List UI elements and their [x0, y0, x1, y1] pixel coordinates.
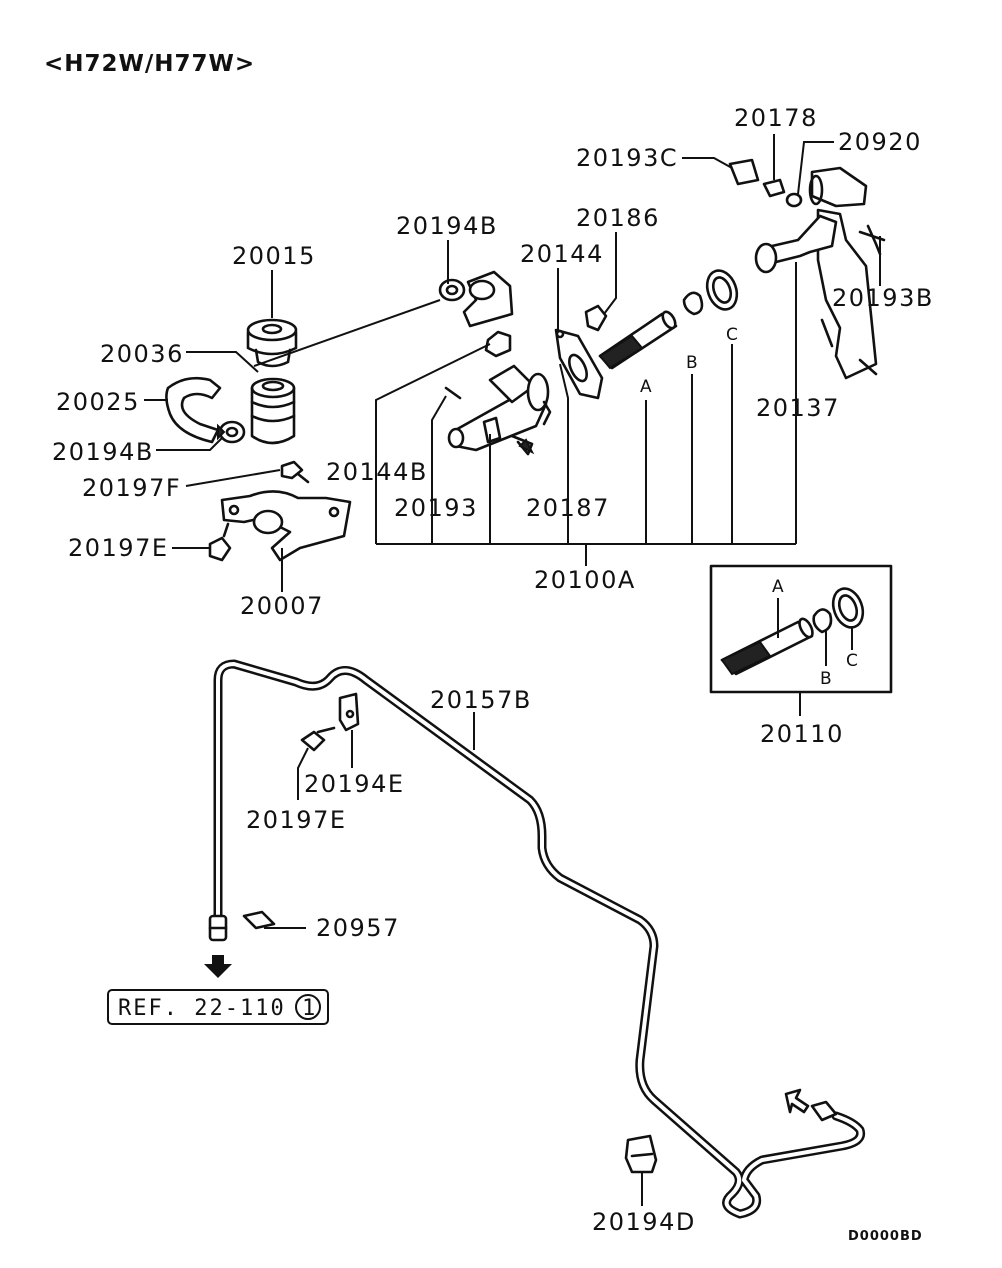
callout-20144b: 20144B — [326, 458, 428, 486]
clutch-pipe — [213, 659, 866, 1219]
kit-letter-b: B — [820, 669, 832, 689]
callout-20110: 20110 — [760, 720, 844, 748]
letter-c: C — [726, 325, 738, 345]
reference-box[interactable]: REF. 22-110 1 — [107, 989, 329, 1025]
reservoir-hose-part — [165, 376, 222, 444]
callout-20194e: 20194E — [304, 770, 405, 798]
seal-20178-part — [762, 178, 786, 198]
callout-20920: 20920 — [838, 128, 922, 156]
pushrod-clevis-part — [754, 214, 886, 274]
callout-20197f: 20197F — [82, 474, 181, 502]
callout-20007: 20007 — [240, 592, 324, 620]
kit-piston-a-part — [720, 617, 814, 676]
fitting-20193c-part — [728, 158, 760, 186]
pedal-part — [808, 166, 878, 380]
clip-20194e-part — [338, 692, 360, 732]
reference-circle-number: 1 — [302, 996, 317, 1021]
hose-clamp-upper-part — [438, 278, 466, 302]
leader-lines — [144, 134, 881, 1206]
callout-20186: 20186 — [576, 204, 660, 232]
elbow-connector-part — [462, 270, 514, 328]
reservoir-tank-part — [250, 377, 296, 445]
callout-20194b-lower: 20194B — [52, 438, 154, 466]
nut-20197e-part — [208, 522, 232, 562]
union-20186-part — [584, 304, 608, 332]
callout-20025: 20025 — [56, 388, 140, 416]
drawing-code: D0000BD — [848, 1229, 923, 1244]
callout-20193b: 20193B — [832, 284, 934, 312]
model-header: <H72W/H77W> — [44, 51, 255, 77]
reservoir-feed-line — [253, 299, 441, 367]
kit-letter-c: C — [846, 651, 858, 671]
callout-20957: 20957 — [316, 914, 400, 942]
bolt-20197f-part — [280, 460, 310, 484]
callout-20015: 20015 — [232, 242, 316, 270]
reference-text: REF. 22-110 — [118, 996, 286, 1021]
callout-20157b: 20157B — [430, 686, 532, 714]
callout-20194d: 20194D — [592, 1208, 696, 1236]
callout-20178: 20178 — [734, 104, 818, 132]
callout-20193: 20193 — [394, 494, 478, 522]
clip-20194d-part — [624, 1134, 658, 1174]
hose-clamp-lower-part — [217, 420, 246, 444]
callout-20036: 20036 — [100, 340, 184, 368]
clip-20957-part — [242, 910, 276, 930]
gasket-part — [554, 328, 604, 400]
kit-letter-a: A — [772, 577, 784, 597]
direction-arrow-right — [784, 1088, 810, 1114]
letter-a: A — [640, 377, 652, 397]
snap-ring-b-part — [682, 291, 704, 316]
pipe-end-fitting-right — [810, 1100, 838, 1122]
kit-boot-c-part — [831, 587, 865, 629]
piston-a-part — [598, 310, 678, 370]
callout-20197e-lower: 20197E — [246, 806, 347, 834]
boot-c-part — [705, 269, 739, 311]
pipe-end-fitting-lower — [208, 914, 228, 942]
callout-20100a: 20100A — [534, 566, 636, 594]
bolt-20197e-lower-part — [300, 726, 336, 752]
washer-20920-part — [785, 192, 803, 208]
bracket-part — [220, 490, 352, 562]
letter-b: B — [686, 353, 698, 373]
callout-20144: 20144 — [520, 240, 604, 268]
callout-20194b-upper: 20194B — [396, 212, 498, 240]
callout-20137: 20137 — [756, 394, 840, 422]
master-cylinder-body-part — [447, 364, 552, 456]
callout-20197e-upper: 20197E — [68, 534, 169, 562]
down-arrow-icon — [204, 955, 232, 978]
callout-20193c: 20193C — [576, 144, 678, 172]
kit-snap-ring-b-part — [812, 608, 833, 634]
reference-circle-icon — [295, 994, 321, 1020]
reservoir-cap-part — [246, 318, 298, 368]
callout-20187: 20187 — [526, 494, 610, 522]
filler-nut-part — [484, 330, 512, 358]
pin-20193-part — [444, 386, 462, 400]
